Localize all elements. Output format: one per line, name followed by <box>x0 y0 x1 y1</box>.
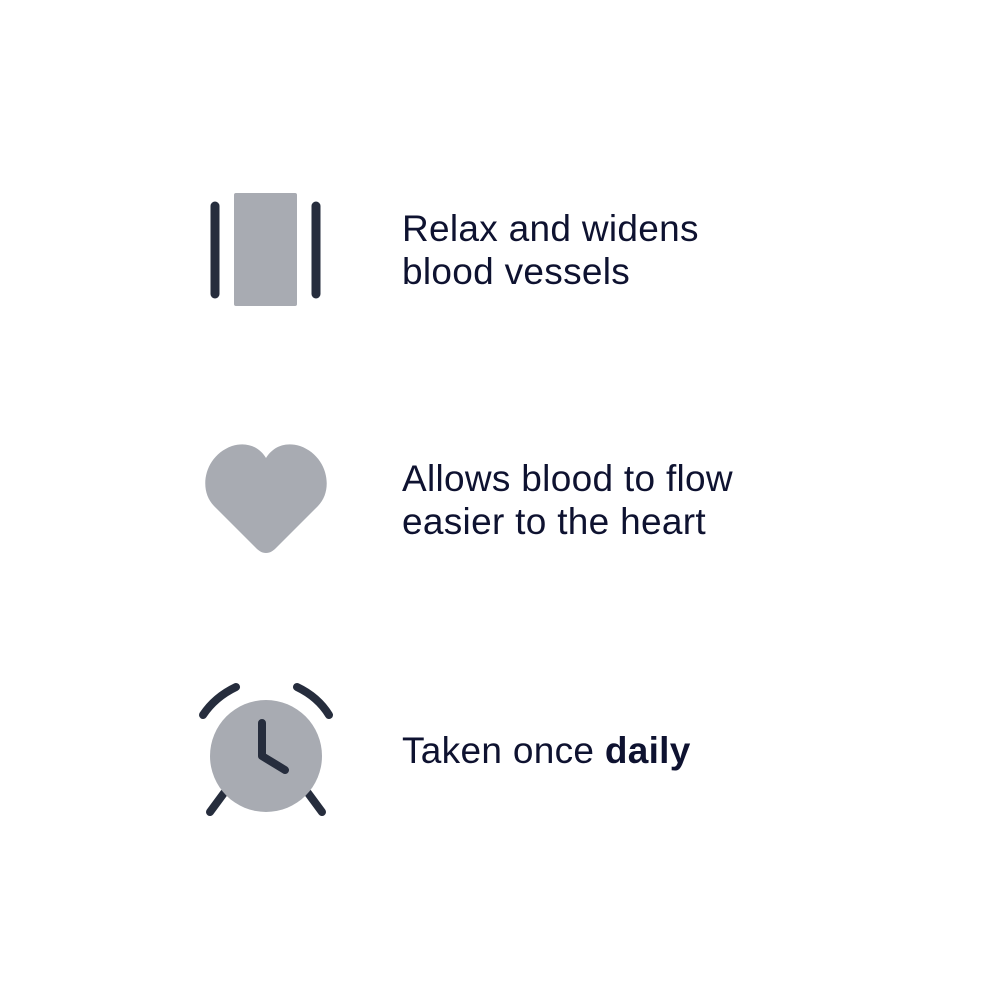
feature-text: Taken once daily <box>402 729 691 772</box>
feature-line: blood vessels <box>402 251 631 292</box>
feature-line: Taken once <box>402 730 605 771</box>
blood-vessel-icon <box>210 193 321 306</box>
feature-line: easier to the heart <box>402 501 706 542</box>
feature-line: Relax and widens <box>402 208 699 249</box>
feature-text: Allows blood to flow easier to the heart <box>402 457 733 543</box>
feature-emphasis: daily <box>604 730 691 771</box>
heart-icon <box>205 444 327 553</box>
feature-text: Relax and widens blood vessels <box>402 207 699 293</box>
alarm-clock-icon <box>199 683 333 816</box>
feature-line: Allows blood to flow <box>402 458 733 499</box>
